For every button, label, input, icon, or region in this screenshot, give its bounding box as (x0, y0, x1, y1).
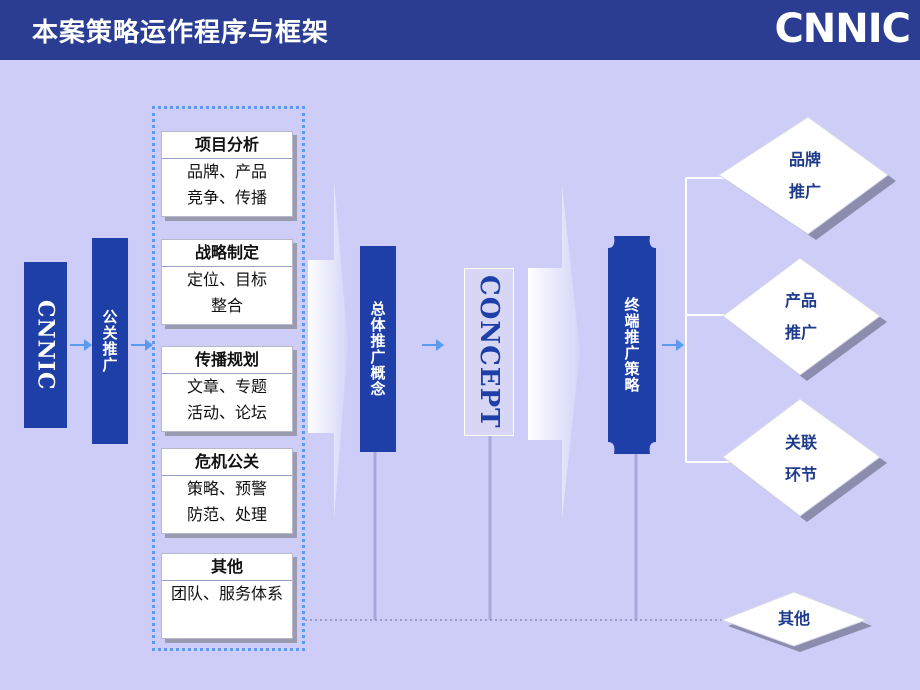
analysis-group (152, 106, 305, 651)
card-line: 防范、处理 (186, 505, 267, 524)
outcome-line: 产品 (784, 291, 817, 310)
cnnic-logo: CNNIC (774, 6, 911, 52)
concept-box: CONCEPT (464, 268, 514, 436)
outcome-line: 推广 (788, 182, 821, 201)
card-title: 危机公关 (162, 449, 292, 476)
card-crisis-pr: 危机公关 策略、预警 防范、处理 (161, 448, 293, 534)
arrow-2 (131, 339, 153, 351)
card-line: 品牌、产品 (186, 162, 267, 181)
card-title: 其他 (162, 554, 292, 581)
overall-concept-label: 总体推广概念 (368, 301, 387, 397)
outcome-other: 其他 (754, 603, 834, 635)
outcome-line: 品牌 (788, 150, 821, 169)
card-line: 活动、论坛 (186, 403, 267, 422)
big-arrow-1 (308, 180, 348, 520)
pr-bar: 公关推广 (92, 238, 128, 444)
outcome-line: 关联 (784, 433, 817, 452)
page-title: 本案策略运作程序与框架 (32, 18, 330, 48)
cnnic-bar: CNNIC (24, 262, 67, 428)
terminal-strategy-bar: 终端推广策略 (608, 248, 656, 442)
diamond-4 (720, 591, 872, 652)
diamond-3 (722, 398, 887, 522)
arrow-4 (662, 339, 684, 351)
card-line: 团队、服务体系 (170, 584, 283, 603)
cnnic-bar-label: CNNIC (32, 299, 59, 391)
outcome-related: 关联 环节 (761, 427, 841, 491)
arrow-1 (70, 339, 92, 351)
outcome-brand: 品牌 推广 (765, 144, 845, 208)
card-line: 策略、预警 (186, 479, 267, 498)
diamond-2 (722, 257, 887, 381)
big-arrow-2 (528, 185, 580, 520)
overall-concept-bar: 总体推广概念 (360, 246, 396, 452)
outcome-product: 产品 推广 (761, 285, 841, 349)
card-title: 项目分析 (162, 132, 292, 159)
concept-label: CONCEPT (474, 275, 504, 429)
outcome-line: 推广 (784, 323, 817, 342)
diamond-1 (718, 116, 896, 240)
card-communication-plan: 传播规划 文章、专题 活动、论坛 (161, 346, 293, 432)
card-project-analysis: 项目分析 品牌、产品 竞争、传播 (161, 131, 293, 217)
header-bar: 本案策略运作程序与框架 CNNIC (0, 0, 920, 60)
card-title: 传播规划 (162, 347, 292, 374)
terminal-bar-shape (608, 236, 656, 454)
card-strategy: 战略制定 定位、目标 整合 (161, 239, 293, 325)
arrow-3 (422, 339, 444, 351)
card-line: 定位、目标 (186, 270, 267, 289)
terminal-strategy-label: 终端推广策略 (622, 297, 641, 393)
card-line: 竞争、传播 (186, 188, 267, 207)
outcome-line: 其他 (777, 609, 810, 628)
outcome-line: 环节 (784, 465, 817, 484)
card-title: 战略制定 (162, 240, 292, 267)
card-line: 文章、专题 (186, 377, 267, 396)
pr-bar-label: 公关推广 (100, 309, 119, 373)
card-other: 其他 团队、服务体系 (161, 553, 293, 639)
card-line: 整合 (210, 296, 243, 315)
